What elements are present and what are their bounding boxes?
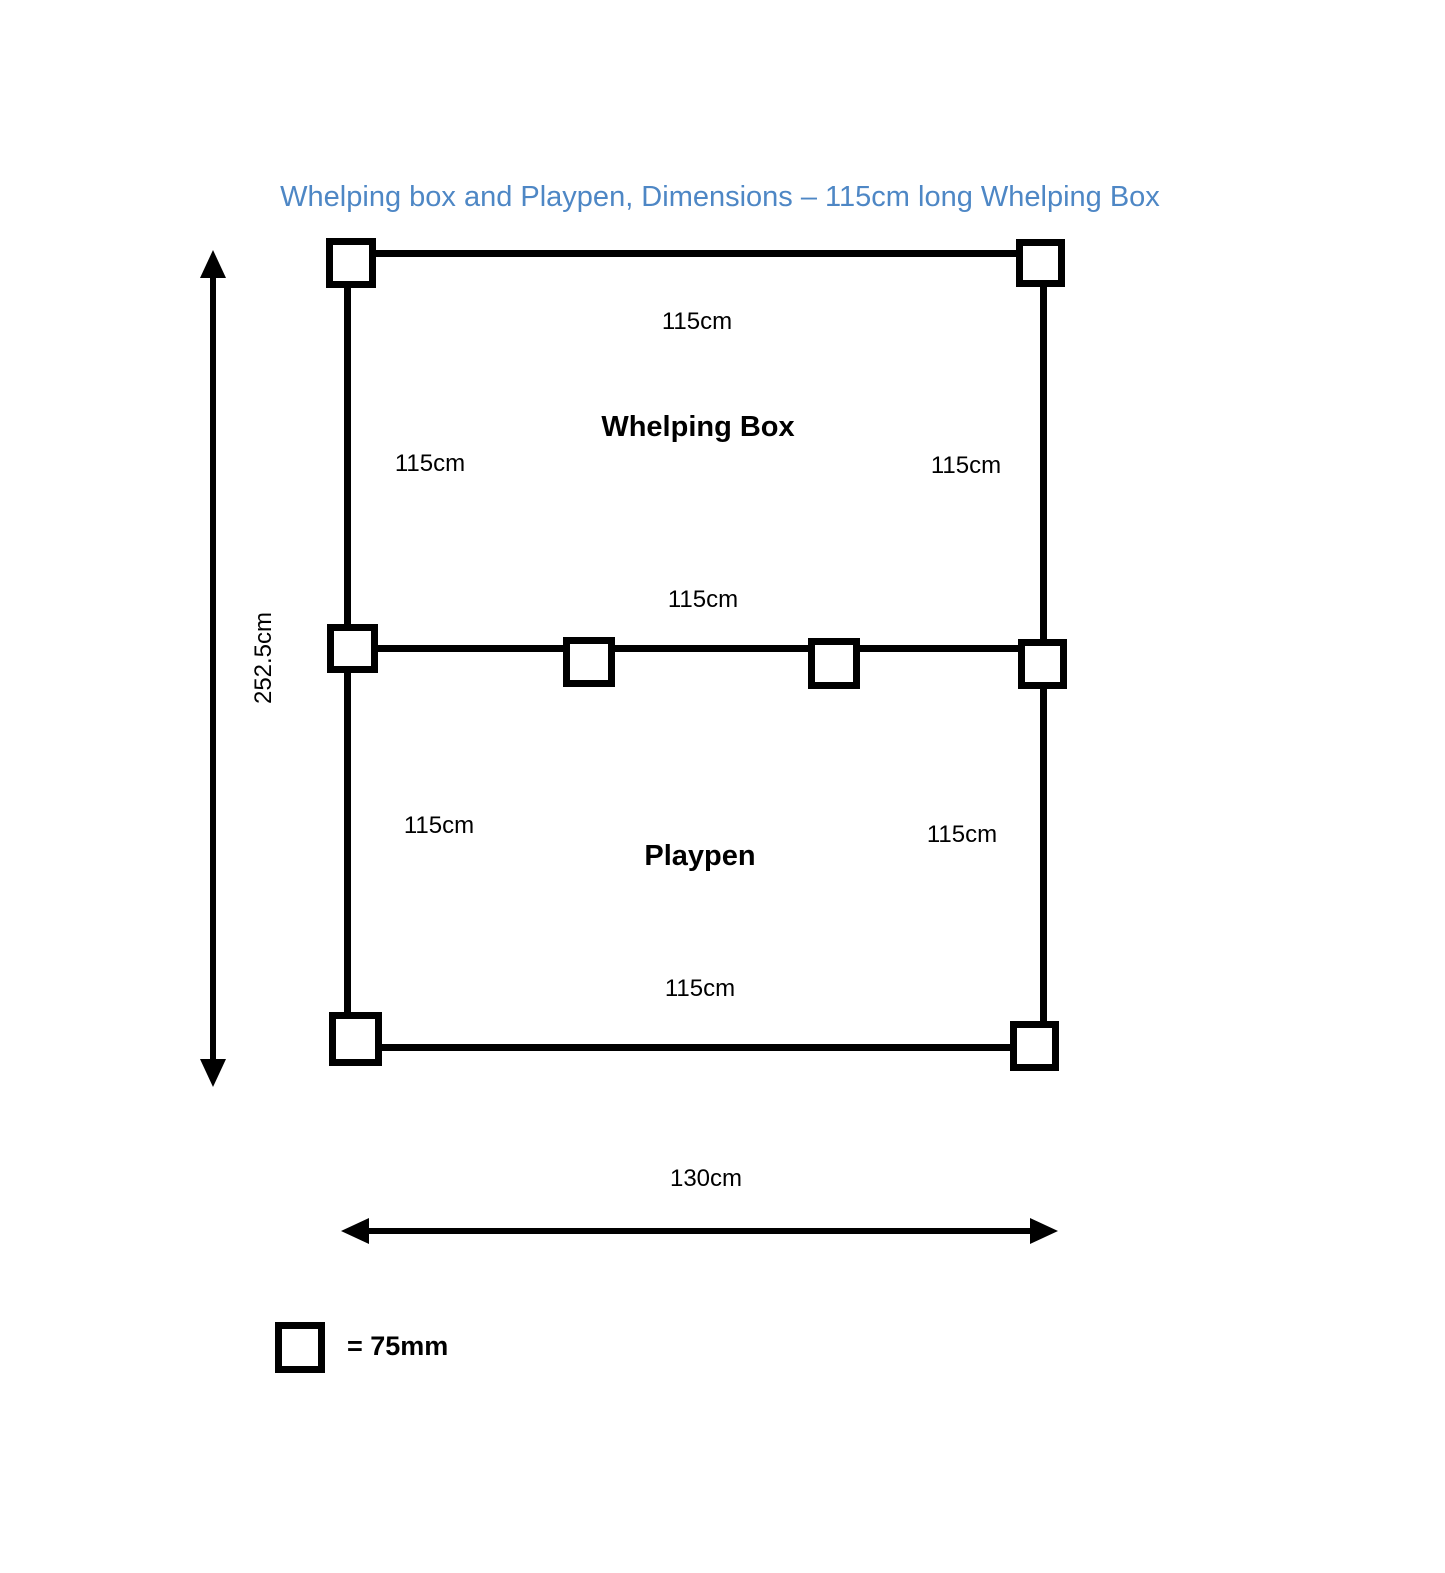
whelping-left-side-label: 115cm — [394, 450, 466, 477]
whelping-right-side-label: 115cm — [930, 452, 1002, 479]
post-middle-left — [327, 624, 378, 673]
horizontal-dimension-line — [365, 1228, 1035, 1234]
whelping-top-width-label: 115cm — [661, 308, 733, 335]
vertical-dimension-line — [210, 272, 216, 1062]
dimension-arrowhead-down-icon — [200, 1059, 226, 1087]
playpen-left-side-label: 115cm — [403, 812, 475, 839]
playpen-label: Playpen — [644, 840, 756, 872]
overall-width-label: 130cm — [669, 1165, 743, 1192]
whelping-box-top-rail — [370, 250, 1020, 257]
post-top-left — [326, 238, 376, 288]
dimension-arrowhead-left-icon — [341, 1218, 369, 1244]
playpen-bottom-width-label: 115cm — [664, 975, 736, 1002]
whelping-box-label: Whelping Box — [601, 411, 795, 443]
post-top-right — [1016, 239, 1065, 287]
legend-post-square-icon — [275, 1322, 325, 1373]
post-middle-right — [1018, 639, 1067, 689]
playpen-bottom-rail — [376, 1044, 1014, 1051]
dimension-arrowhead-right-icon — [1030, 1218, 1058, 1244]
overall-height-label: 252.5cm — [250, 611, 277, 705]
post-divider-2 — [808, 638, 860, 689]
divider-rail — [372, 645, 1022, 652]
divider-width-label: 115cm — [667, 586, 739, 613]
post-bottom-left — [329, 1012, 382, 1066]
post-bottom-right — [1010, 1021, 1059, 1071]
playpen-right-side-label: 115cm — [926, 821, 998, 848]
post-divider-1 — [563, 637, 615, 687]
legend-post-size-label: = 75mm — [347, 1331, 449, 1361]
diagram-title: Whelping box and Playpen, Dimensions – 1… — [280, 181, 1160, 213]
